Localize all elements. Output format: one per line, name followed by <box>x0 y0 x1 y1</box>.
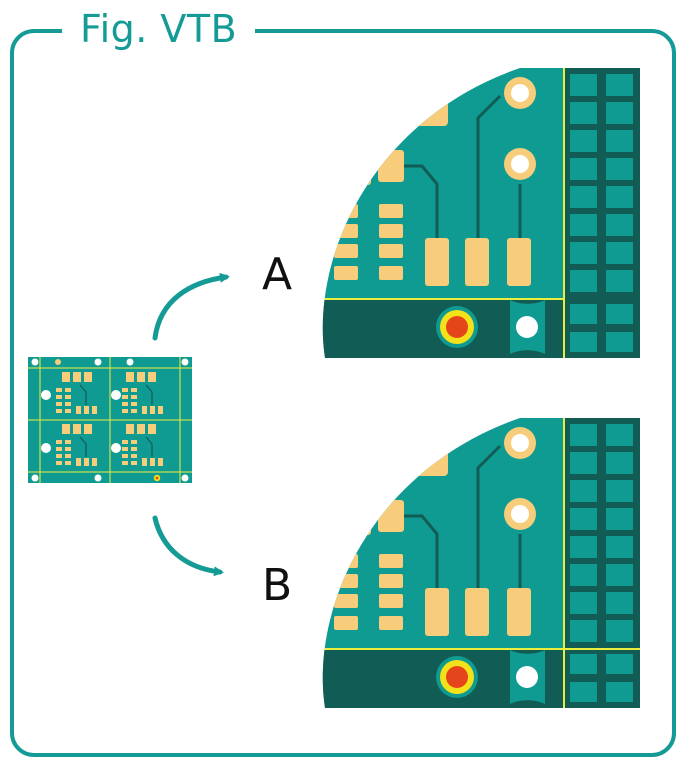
variant-a-label: A <box>262 249 293 300</box>
arrow-to-b <box>152 515 224 577</box>
pcb-detail-a <box>322 68 640 358</box>
pcb-panel-thumbnail <box>28 357 192 483</box>
arrow-to-a <box>152 272 230 341</box>
figure-frame <box>10 29 676 757</box>
pcb-detail-b <box>322 418 640 708</box>
variant-b-label: B <box>262 560 293 611</box>
figure-title: Fig. VTB <box>62 6 256 52</box>
